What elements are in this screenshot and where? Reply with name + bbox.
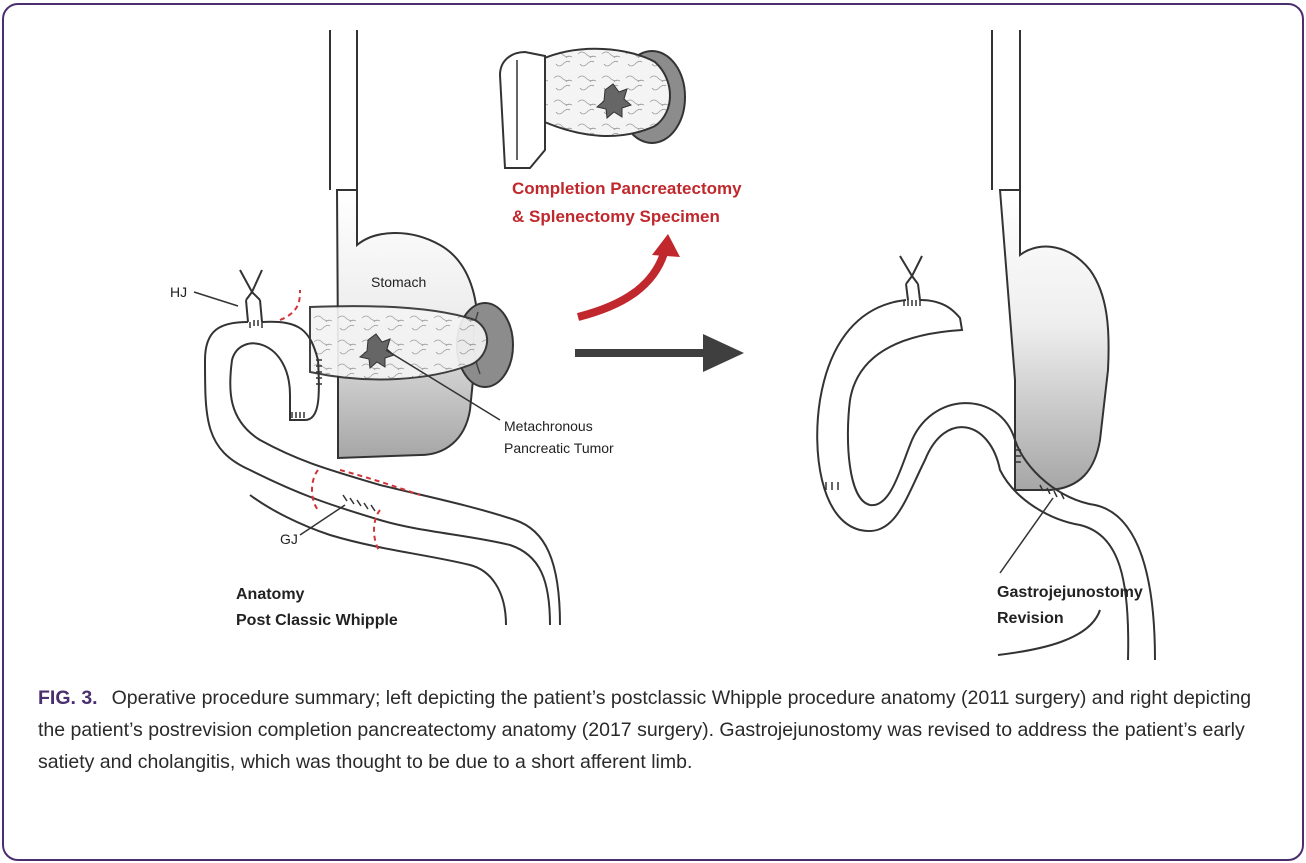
red-arrowhead: [652, 234, 680, 257]
caption-text: Operative procedure summary; left depict…: [38, 687, 1251, 773]
hj-pointer: [194, 292, 238, 306]
right-title-line1: Gastrojejunostomy: [997, 584, 1143, 601]
specimen-title-line1: Completion Pancreatectomy: [512, 179, 742, 198]
figure-number: FIG. 3.: [38, 687, 98, 709]
gray-arrowhead: [703, 334, 744, 372]
gj-pointer: [300, 505, 345, 535]
specimen-illustration: [500, 49, 685, 168]
operative-diagram: Completion Pancreatectomy & Splenectomy …: [0, 0, 1306, 680]
right-title-line2: Revision: [997, 610, 1064, 627]
label-stomach: Stomach: [371, 274, 426, 290]
gastrojejunostomy-pointer: [1000, 498, 1053, 573]
left-title-line1: Anatomy: [236, 586, 305, 603]
figure-caption: FIG. 3.Operative procedure summary; left…: [38, 682, 1278, 778]
tumor-label-line2: Pancreatic Tumor: [504, 440, 614, 456]
label-gj: GJ: [280, 531, 298, 547]
duodenal-stump-shape: [500, 52, 545, 168]
tumor-label-line1: Metachronous: [504, 418, 593, 434]
red-curved-arrow: [578, 250, 665, 317]
left-title-line2: Post Classic Whipple: [236, 612, 398, 629]
label-hj: HJ: [170, 284, 187, 300]
right-anatomy-illustration: [817, 30, 1155, 660]
left-bile-duct: [240, 270, 262, 322]
right-bile-duct: [900, 256, 922, 300]
left-pancreas-shape: [310, 306, 487, 379]
specimen-title-line2: & Splenectomy Specimen: [512, 207, 720, 226]
